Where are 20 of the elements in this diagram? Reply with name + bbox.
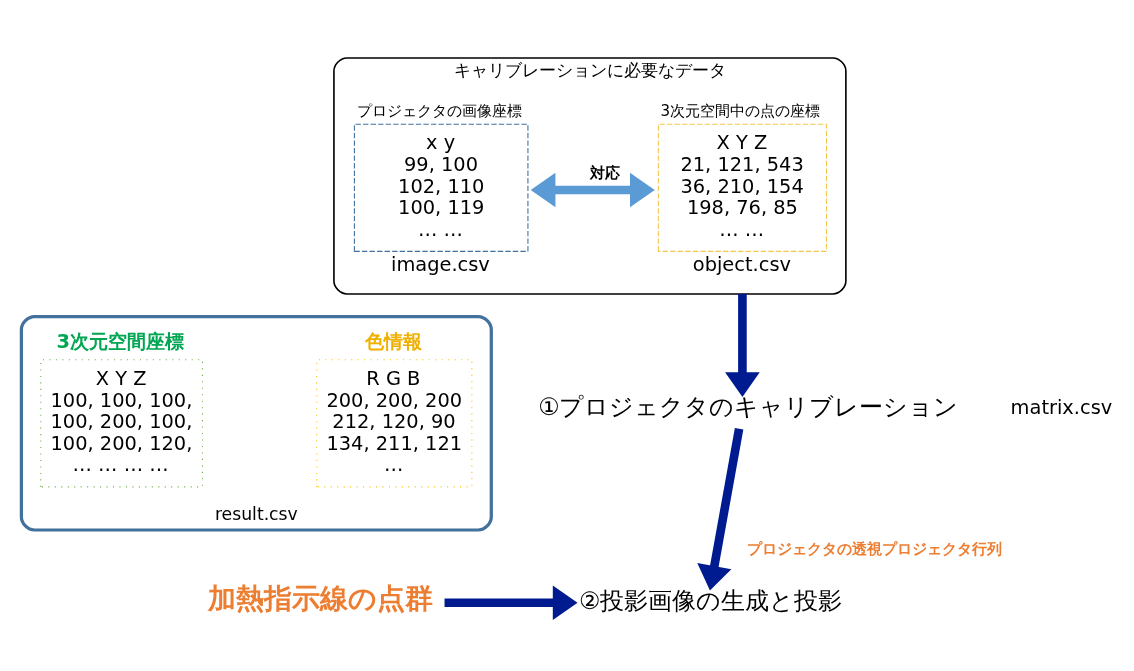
node-box: X Y Z 100, 100, 100, 100, 200, 100, 100, 200, 120, … … … …: [40, 358, 203, 487]
edge-label: プロジェクタの透視プロジェクタ行列: [747, 539, 1003, 558]
node-label: プロジェクタの画像座標: [356, 101, 522, 120]
node-text: 加熱指示線の点群: [208, 581, 434, 615]
arrow: [697, 427, 744, 590]
node-text: ②投影画像の生成と投影: [579, 586, 843, 615]
node-text: ①プロジェクタのキャリブレーション: [538, 392, 959, 421]
node-label: image.csv: [391, 252, 490, 276]
label: matrix.csv: [1010, 395, 1113, 419]
arrow: [725, 293, 760, 397]
edge-label: 対応: [589, 163, 620, 182]
arrow: [530, 172, 655, 207]
node-label: 色情報: [364, 329, 422, 353]
node-label: 3次元空間中の点の座標: [660, 101, 821, 120]
node-box: R G B 200, 200, 200 212, 120, 90 134, 211, 121 …: [316, 358, 473, 487]
node-box: X Y Z 21, 121, 543 36, 210, 154 198, 76, 85 … …: [657, 123, 827, 252]
node-label: 3次元空間座標: [56, 329, 184, 353]
node-box: x y 99, 100 102, 110 100, 119 … …: [353, 123, 529, 252]
arrow: [444, 584, 578, 620]
node-label: object.csv: [692, 252, 791, 276]
